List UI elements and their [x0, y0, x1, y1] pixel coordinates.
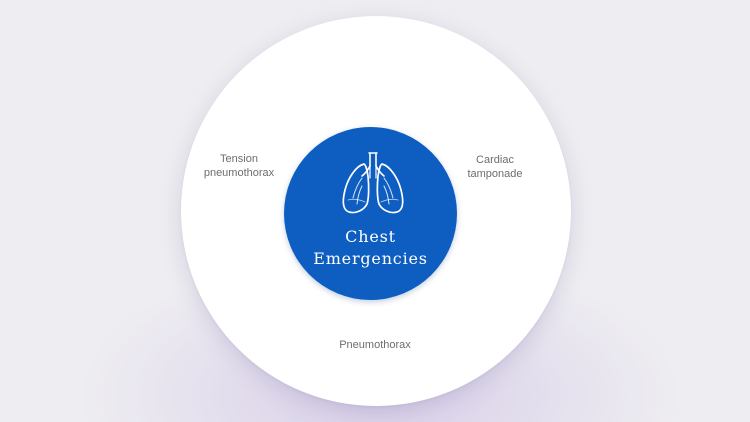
lungs-icon — [342, 152, 404, 214]
node-label-line1: Pneumothorax — [339, 339, 411, 351]
node-label-line2: pneumothorax — [203, 167, 275, 179]
center-title: Chest Emergencies — [284, 226, 457, 270]
node-label-line1: Cardiac — [476, 154, 514, 166]
node-tension-pneumothorax[interactable]: Tension pneumothorax — [176, 152, 302, 180]
center-title-line1: Chest — [345, 227, 396, 246]
node-cardiac-tamponade[interactable]: Cardiac tamponade — [445, 153, 545, 181]
node-pneumothorax[interactable]: Pneumothorax — [310, 338, 440, 352]
node-label-line1: Tension — [220, 153, 258, 165]
center-title-line2: Emergencies — [313, 249, 428, 268]
node-label-line2: tamponade — [467, 168, 523, 180]
